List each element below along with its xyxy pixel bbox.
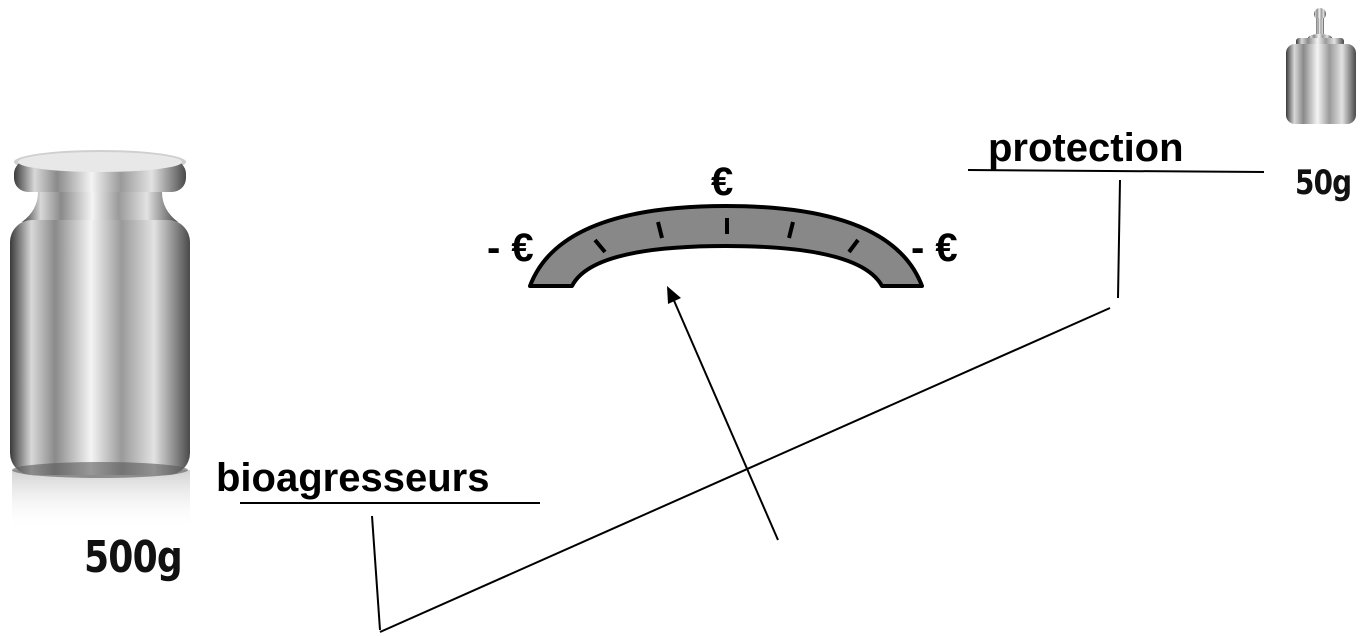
gauge-tick <box>593 238 607 254</box>
weight-500g-label: 500g <box>84 532 183 583</box>
weight-50g-icon <box>1286 8 1356 124</box>
pointer-arrowhead <box>667 286 681 304</box>
gauge-tick <box>787 221 795 239</box>
gauge-tick <box>847 238 860 254</box>
euro-right-label: - € <box>911 226 958 270</box>
protection-label: protection <box>988 126 1184 170</box>
balance-lines <box>240 169 1265 633</box>
balance-beam <box>379 307 1111 633</box>
weight-500g-icon <box>10 150 190 530</box>
protection-underline <box>967 169 1265 173</box>
bioagresseurs-label: bioagresseurs <box>216 456 490 500</box>
protection-stem <box>1117 179 1121 299</box>
euro-center-label: € <box>711 160 734 204</box>
pointer-needle <box>671 295 779 541</box>
weight-50g-label: 50g <box>1295 163 1352 203</box>
gauge-tick <box>656 221 664 239</box>
cost-gauge <box>528 204 924 288</box>
euro-left-label: - € <box>487 226 534 270</box>
bioagresseurs-stem <box>371 515 381 631</box>
